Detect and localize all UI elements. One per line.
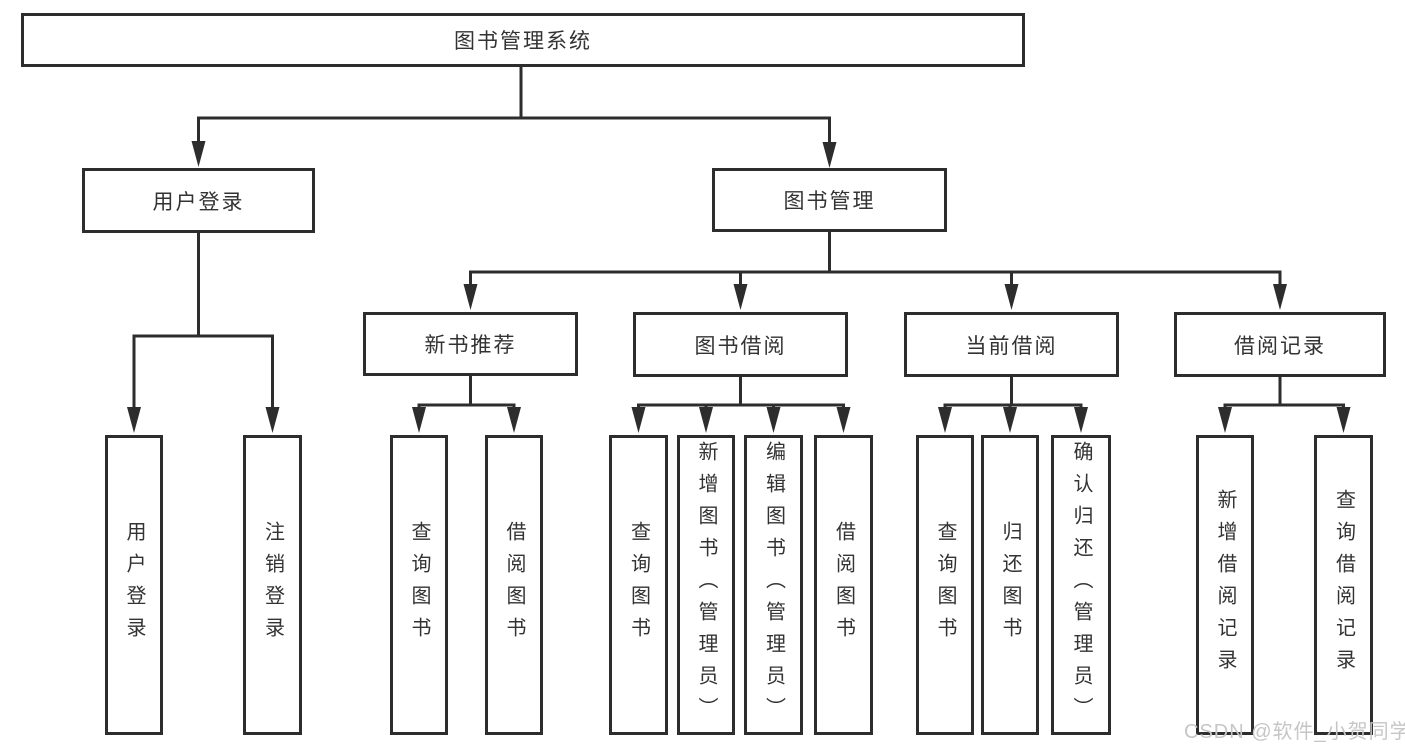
csdn-watermark: CSDN @软件_小贺同学: [1184, 721, 1405, 743]
node-label: 新增图书（管理员）: [695, 441, 717, 729]
node-label: 查询图书: [934, 521, 956, 649]
node-label: 查询图书: [627, 521, 650, 649]
leaf-query-books-recommend: 查询图书: [390, 435, 448, 735]
node-label: 查询图书: [408, 521, 430, 649]
node-label: 当前借阅: [965, 334, 1058, 358]
node-current-borrow: 当前借阅: [904, 312, 1119, 377]
leaf-edit-books-admin: 编辑图书（管理员）: [744, 435, 803, 735]
node-label: 用户登录: [123, 521, 145, 649]
node-label: 图书管理系统: [454, 30, 592, 53]
node-label: 借阅图书: [832, 521, 855, 649]
leaf-query-books-current: 查询图书: [916, 435, 974, 735]
node-label: 编辑图书（管理员）: [762, 441, 785, 729]
leaf-add-books-admin: 新增图书（管理员）: [677, 435, 735, 735]
leaf-add-borrow-record: 新增借阅记录: [1196, 435, 1254, 735]
node-label: 确认归还（管理员）: [1070, 441, 1092, 729]
leaf-user-login: 用户登录: [105, 435, 163, 735]
leaf-confirm-return-admin: 确认归还（管理员）: [1051, 435, 1111, 735]
node-book-management: 图书管理: [712, 168, 947, 232]
node-label: 归还图书: [999, 521, 1021, 649]
node-user-login: 用户登录: [82, 168, 315, 233]
node-label: 查询借阅记录: [1332, 489, 1355, 681]
node-label: 新书推荐: [424, 334, 517, 357]
node-label: 借阅记录: [1234, 334, 1326, 358]
node-label: 图书管理: [783, 190, 876, 213]
leaf-query-borrow-record: 查询借阅记录: [1314, 435, 1373, 735]
node-system-root: 图书管理系统: [21, 13, 1025, 67]
node-new-book-recommend: 新书推荐: [363, 312, 578, 376]
leaf-return-books: 归还图书: [981, 435, 1039, 735]
leaf-logout: 注销登录: [243, 435, 302, 735]
node-label: 新增借阅记录: [1214, 489, 1236, 681]
node-book-borrow: 图书借阅: [633, 312, 848, 377]
node-label: 注销登录: [261, 521, 284, 649]
node-label: 图书借阅: [694, 334, 787, 358]
leaf-query-books-borrow: 查询图书: [609, 435, 668, 735]
leaf-borrow-books-recommend: 借阅图书: [485, 435, 543, 735]
node-label: 用户登录: [152, 190, 245, 214]
node-label: 借阅图书: [503, 521, 525, 649]
leaf-borrow-books: 借阅图书: [814, 435, 873, 735]
node-borrow-records: 借阅记录: [1174, 312, 1386, 377]
